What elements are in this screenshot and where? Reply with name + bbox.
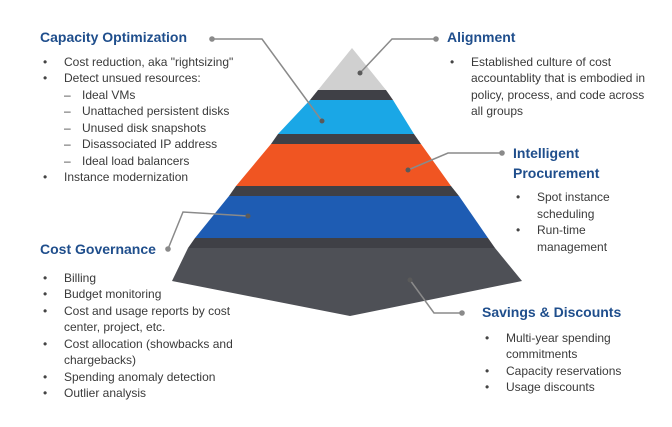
pyramid-tier-capacity: [278, 100, 414, 134]
pyramid-separator-1: [310, 90, 393, 100]
list-item: Billing: [40, 270, 255, 287]
list-item: Budget monitoring: [40, 286, 255, 303]
pyramid-tier-governance: [195, 196, 488, 238]
pyramid-separator-2: [271, 134, 421, 144]
list-item: Outlier analysis: [40, 385, 255, 402]
list-item: Spending anomaly detection: [40, 369, 255, 386]
connector-capacity: [209, 36, 325, 124]
connector-savings: [407, 277, 465, 316]
pyramid-tier-base: [172, 248, 522, 316]
alignment-heading: Alignment: [447, 29, 516, 45]
cost-governance-heading: Cost Governance: [40, 241, 156, 257]
list-subitem: Disassociated IP address: [40, 136, 285, 153]
list-item: Spot instance scheduling: [513, 189, 653, 222]
list-item: Cost reduction, aka "rightsizing": [40, 54, 285, 71]
list-item: Usage discounts: [482, 379, 657, 396]
list-subitem: Unused disk snapshots: [40, 120, 285, 137]
connector-alignment: [357, 36, 439, 76]
cost-governance-list: Billing Budget monitoring Cost and usage…: [40, 270, 255, 402]
list-subitem: Ideal VMs: [40, 87, 285, 104]
list-item: Instance modernization: [40, 169, 285, 186]
list-subitem: Ideal load balancers: [40, 153, 285, 170]
capacity-optimization-block: Capacity Optimization Cost reduction, ak…: [40, 29, 285, 186]
list-item: Cost and usage reports by cost center, p…: [40, 303, 255, 336]
alignment-block: Alignment Established culture of cost ac…: [447, 29, 652, 120]
list-subitem: Unattached persistent disks: [40, 103, 285, 120]
capacity-optimization-list: Cost reduction, aka "rightsizing" Detect…: [40, 54, 285, 186]
intelligent-procurement-block: Intelligent Procurement Spot instance sc…: [513, 143, 653, 255]
connector-governance: [165, 211, 251, 252]
cost-governance-block: Cost Governance Billing Budget monitorin…: [40, 241, 255, 402]
savings-discounts-list: Multi-year spending commitments Capacity…: [482, 330, 657, 396]
list-item: Established culture of cost accountablit…: [447, 54, 652, 120]
alignment-list: Established culture of cost accountablit…: [447, 54, 652, 120]
pyramid-tier-procurement: [236, 144, 451, 186]
list-item: Detect unsued resources:: [40, 70, 285, 87]
capacity-optimization-heading: Capacity Optimization: [40, 29, 188, 45]
list-item: Cost allocation (showbacks and chargebac…: [40, 336, 255, 369]
intelligent-procurement-heading: Intelligent Procurement: [513, 145, 600, 181]
savings-discounts-heading: Savings & Discounts: [482, 304, 622, 320]
list-item: Run-time management: [513, 222, 653, 255]
list-item: Multi-year spending commitments: [482, 330, 657, 363]
pyramid-tier-alignment: [318, 48, 386, 90]
connector-procurement: [405, 150, 505, 173]
pyramid-separator-4: [188, 238, 495, 248]
savings-discounts-block: Savings & Discounts Multi-year spending …: [482, 304, 657, 396]
list-item: Capacity reservations: [482, 363, 657, 380]
pyramid-separator-3: [229, 186, 459, 196]
intelligent-procurement-list: Spot instance scheduling Run-time manage…: [513, 189, 653, 255]
